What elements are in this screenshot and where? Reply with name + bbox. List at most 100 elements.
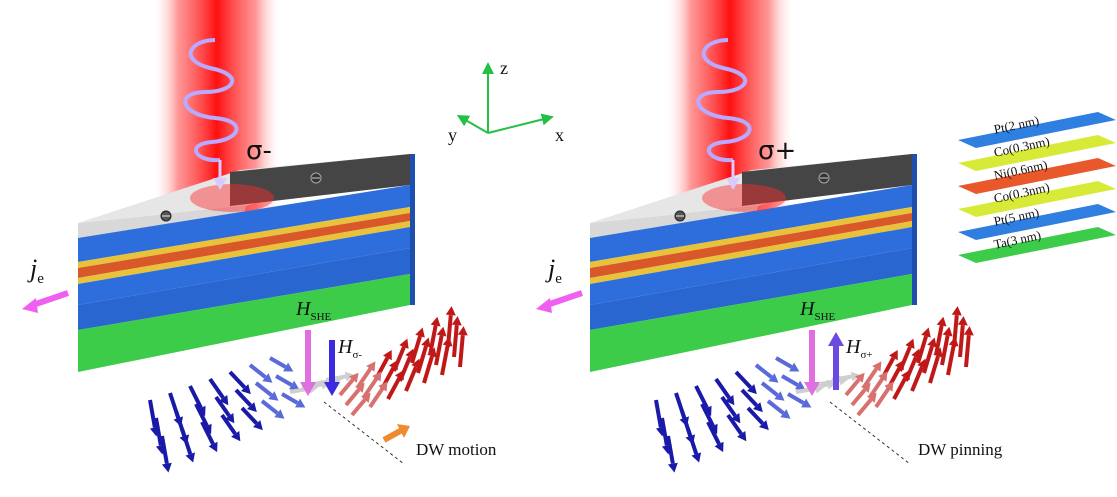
down-spin-arrow-head: [801, 398, 812, 408]
down-spin-arrow: [214, 395, 231, 417]
spin-chain-right: [654, 306, 974, 473]
down-spin-arrow: [248, 363, 267, 379]
up-spin-arrow-head: [372, 371, 382, 382]
layer-stack: [958, 112, 1116, 263]
layer-plate: [958, 158, 1116, 194]
up-spin-arrow-head: [436, 326, 447, 337]
down-spin-arrow: [760, 381, 779, 397]
up-spin-arrow: [934, 325, 944, 356]
up-spin-arrow-head: [921, 327, 931, 338]
down-spin-arrow-head: [185, 452, 196, 463]
down-spin-arrow: [160, 435, 169, 464]
up-spin-arrow-head: [427, 347, 437, 358]
domain-wall-line: [323, 401, 405, 465]
pt-bottom-layer: [590, 227, 912, 305]
down-spin-arrow-head: [780, 409, 791, 419]
up-spin-arrow-head: [888, 349, 898, 361]
optical-field-label-left: Hσ-: [338, 336, 363, 361]
up-spin-arrow-head: [411, 358, 421, 369]
she-field-label-right: HSHE: [800, 298, 836, 323]
down-spin-arrow: [660, 417, 669, 446]
beam-spot: [702, 184, 786, 212]
up-spin-arrow: [844, 378, 861, 397]
down-spin-arrow: [694, 385, 709, 409]
up-spin-arrow: [946, 345, 956, 376]
down-spin-arrow: [780, 374, 799, 387]
up-spin-arrow: [964, 334, 971, 368]
up-spin-arrow-head: [884, 381, 894, 392]
outcome-label-left: DW motion: [416, 440, 497, 459]
up-spin-arrow-head: [917, 358, 927, 369]
up-spin-arrow-head: [421, 337, 431, 348]
up-spin-arrow: [862, 367, 879, 389]
up-spin-arrow-head: [430, 316, 441, 327]
co-bottom-layer: [590, 221, 912, 284]
layer-plate: [958, 181, 1116, 217]
up-spin-arrow-head: [361, 392, 371, 403]
up-spin-arrow: [958, 324, 965, 358]
up-spin-arrow: [892, 376, 908, 400]
down-spin-arrow: [740, 388, 759, 407]
x-axis-icon: [487, 113, 554, 134]
layer-plate: [958, 135, 1116, 171]
pt-top-layer: [590, 185, 912, 262]
down-spin-arrow: [714, 377, 731, 399]
down-spin-arrow: [275, 374, 293, 387]
up-spin-arrow-head: [349, 372, 359, 383]
up-spin-arrow: [452, 324, 459, 358]
up-spin-arrow-head: [445, 306, 456, 316]
up-spin-arrow: [868, 377, 885, 399]
down-spin-arrow: [180, 428, 193, 455]
up-spin-arrow-head: [872, 361, 882, 372]
down-spin-arrow-head: [737, 430, 747, 442]
helix-icon: [183, 38, 239, 163]
down-spin-arrow: [260, 399, 279, 415]
up-spin-arrow-head: [382, 349, 392, 361]
co-top-layer: [78, 207, 410, 268]
down-spin-arrow-head: [691, 452, 702, 463]
up-spin-arrow: [928, 355, 940, 384]
domain-wall-line: [829, 401, 911, 465]
device-bar: [78, 154, 415, 372]
up-spin-arrow: [350, 398, 367, 417]
up-spin-arrow-head: [415, 327, 425, 338]
up-spin-arrow: [410, 335, 422, 364]
spin-chain-left: [148, 306, 468, 473]
up-spin-arrow-head: [451, 316, 462, 326]
up-spin-arrow-head: [457, 326, 468, 336]
z-axis-label: z: [500, 58, 508, 78]
x-axis-label: x: [555, 125, 564, 145]
down-spin-arrow: [148, 399, 157, 428]
pt-base: [78, 248, 410, 330]
down-spin-arrow: [706, 421, 721, 445]
polarization-label-left: σ-: [246, 136, 272, 166]
up-spin-arrow: [850, 388, 867, 407]
down-spin-arrow-head: [289, 380, 300, 390]
down-spin-arrow: [234, 388, 253, 407]
down-spin-arrow-head: [774, 391, 785, 401]
down-spin-arrow: [786, 392, 805, 405]
bar-top-light: [78, 206, 246, 238]
up-spin-arrow-head: [388, 359, 398, 371]
panel-right: [536, 0, 974, 473]
down-spin-arrow-head: [219, 394, 229, 406]
down-spin-arrow: [269, 356, 287, 369]
up-spin-arrow-head: [948, 336, 959, 347]
down-spin-arrow: [194, 403, 209, 427]
up-spin-arrow: [338, 378, 355, 397]
down-spin-arrow: [746, 406, 765, 425]
down-spin-arrow: [220, 413, 237, 435]
down-spin-arrow-head: [247, 402, 257, 413]
beam-spot: [190, 184, 274, 212]
layer-plate: [958, 204, 1116, 240]
down-spin-arrow-head: [747, 384, 757, 395]
y-axis-icon: [456, 115, 489, 134]
ni-layer: [78, 213, 410, 278]
up-spin-arrow-head: [951, 306, 962, 316]
down-spin-arrow: [686, 428, 699, 455]
up-spin-arrow-head: [936, 316, 947, 327]
down-spin-arrow-head: [725, 394, 735, 406]
up-spin-arrow: [940, 335, 950, 366]
up-spin-arrow-head: [911, 348, 921, 359]
